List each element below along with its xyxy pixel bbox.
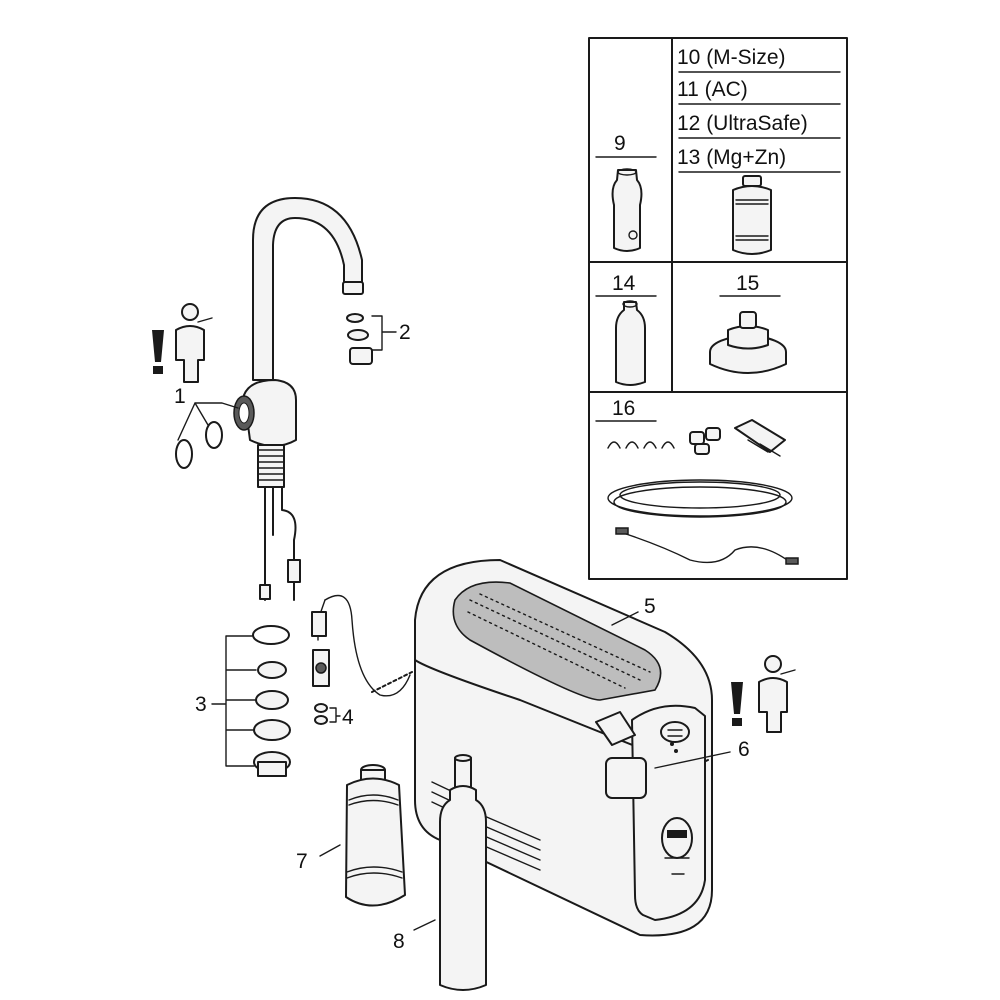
filter-variant-12: 12 (UltraSafe) (677, 112, 808, 135)
callout-6: 6 (738, 738, 750, 761)
filter-variant-10: 10 (M-Size) (677, 46, 786, 69)
filter-variant-11: 11 (AC) (677, 78, 748, 101)
item-14-label: 14 (612, 272, 636, 295)
installation-kit-16-drawing (607, 419, 799, 565)
callout-5: 5 (644, 595, 656, 618)
item-16-label: 16 (612, 397, 635, 420)
co2-adapter-15-drawing (709, 311, 787, 374)
bottle-14-drawing (615, 300, 646, 386)
callout-7: 7 (296, 850, 308, 873)
chiller-unit-drawing (414, 559, 713, 937)
faucet-drawing (175, 197, 413, 777)
callout-8: 8 (393, 930, 405, 953)
callout-4: 4 (342, 706, 354, 729)
bottle-9-drawing (611, 168, 643, 252)
callout-1: 1 (174, 385, 186, 408)
filter-cartridge-drawing (732, 175, 772, 255)
filter-variant-13: 13 (Mg+Zn) (677, 146, 786, 169)
co2-bottle-8-drawing (439, 754, 487, 991)
item-9-label: 9 (614, 132, 626, 155)
filter-cartridge-7-drawing (345, 764, 406, 907)
item-15-label: 15 (736, 272, 759, 295)
installer-figure-icon (175, 303, 213, 383)
callout-3: 3 (195, 693, 207, 716)
leader-lines (177, 315, 731, 931)
callout-2: 2 (399, 321, 411, 344)
warning-exclamation-icon (731, 682, 743, 726)
warning-exclamation-icon (152, 330, 164, 374)
accessory-table: 10 (M-Size) 11 (AC) 12 (UltraSafe) 13 (M… (588, 37, 848, 580)
installer-figure-icon (758, 655, 796, 733)
